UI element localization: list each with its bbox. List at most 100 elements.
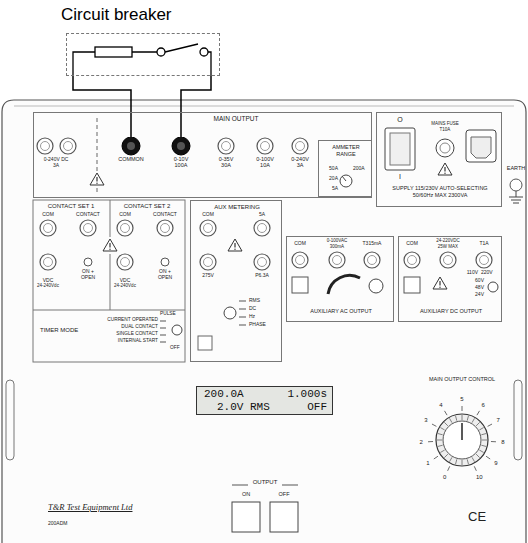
test-lead-wire [181,76,211,137]
panel-label: 275V [202,273,214,278]
panel-label: DUAL CONTACT [121,325,158,330]
scale-number: 5 [460,396,463,402]
panel-label: 24-240Vdc [37,284,59,289]
panel-label: PHASE [249,322,266,327]
scale-number: 9 [494,460,497,466]
lcd-display: 200.0A 1.000s 2.0V RMS OFF [196,386,333,415]
panel-label: T1A [479,241,488,246]
panel-label: 24-240Vdc [114,284,136,289]
panel-label: T315mA [363,241,382,246]
panel-label: COM [406,241,418,246]
panel-label: INTERNAL START [118,339,158,344]
panel-label: 5A [259,212,265,217]
display-reading: 1.000s [287,389,327,400]
output-terminal: COMMON [111,137,151,169]
panel-label: 48V [475,285,484,290]
panel-section: SUPPLY 115/230V AUTO-SELECTING 50/60Hz M… [376,112,502,207]
panel-label: 5A [332,186,338,191]
panel-label: 24-220VDC [436,239,460,244]
panel-label: OPEN [81,275,95,280]
panel-label: I [399,173,401,180]
scale-number: 3 [424,417,427,423]
section-title: CONTACT SET 2 [124,203,171,209]
panel-label: 220V [481,270,493,275]
panel-label: TIMER MODE [40,327,78,333]
panel-label: OFF [170,346,180,351]
maker-logo: T&R Test Equipment Ltd [48,503,132,512]
panel-label: 0-100VAC [327,239,347,244]
panel-label: CONTACT [153,212,177,217]
panel-label: 60V [475,278,484,283]
panel-label: O [397,116,402,123]
section-title: COMMON [118,157,144,163]
panel-label: OPEN [158,275,172,280]
panel-label: COM [42,212,54,217]
panel-label: COM [119,212,131,217]
panel-label: 0-240V [291,157,309,163]
breaker-box: Circuit breaker [66,33,220,76]
panel-label: 110V [467,270,478,275]
scale-number: 7 [497,417,500,423]
section-title: AUX METERING [214,204,260,210]
panel-label: CE [468,510,486,523]
panel-label: COM [202,212,214,217]
scale-number: 6 [481,402,484,408]
display-reading: 2.0V RMS [217,402,270,413]
panel-label: ON + [159,269,171,274]
scale-number: 2 [419,439,422,445]
panel-label: MAINS FUSE [431,122,459,127]
panel-label: OUTPUT [253,479,278,485]
panel-label: 24V [475,292,484,297]
section-title: AUXILIARY DC OUTPUT [420,309,482,315]
section-title: Circuit breaker [61,6,172,23]
panel-label: 3A [297,163,304,169]
panel-label: 20A [329,176,338,181]
section-title: AUXILIARY AC OUTPUT [310,309,372,315]
panel-label: ON + [82,269,94,274]
panel-label: CONTACT [76,212,100,217]
panel-label: 0-35V [219,157,234,163]
panel-section: AUX METERING [190,200,282,362]
panel-label: SINGLE CONTACT [116,332,158,337]
panel-label: PULSE [160,312,176,317]
terminal-symbol [111,137,151,157]
panel-label: CURRENT OPERATED [107,318,158,323]
scale-number: 8 [501,439,504,445]
panel-label: ON [242,492,250,498]
section-title: AMMETER RANGE [323,144,369,157]
terminal-symbol [161,137,201,157]
scale-number: 4 [439,402,442,408]
panel-label: COM [294,241,306,246]
display-reading: OFF [307,402,327,413]
panel-label: 30A [221,163,231,169]
panel-label: VDC [43,278,54,283]
output-terminal: 0-10V100A [161,137,201,173]
scale-number: 1 [426,460,429,466]
panel-label: 25W MAX [438,245,458,250]
panel-label: 200A [353,166,365,171]
panel-label: MAIN OUTPUT CONTROL [429,377,495,383]
panel-label: VDC [120,278,131,283]
panel-label: P6.3A [255,273,269,278]
panel-label: T10A [440,128,451,133]
panel-label: 0-100V [256,157,274,163]
panel-label: 200ADM [48,521,67,526]
panel-label: 10A [260,163,270,169]
section-title: SUPPLY 115/230V AUTO-SELECTING 50/60Hz M… [382,185,498,198]
scale-number: 0 [443,474,446,480]
panel-label: 50A [329,166,338,171]
panel-label: RMS [249,298,260,303]
panel-label: Hz [249,314,255,319]
panel-section: MAIN OUTPUT COMMON 0-10V100A AMMETER RANGE [33,112,372,198]
panel-label: OFF [279,492,290,498]
display-reading: 200.0A [204,389,244,400]
scale-number: 10 [476,474,483,480]
section-title: MAIN OUTPUT [214,116,259,123]
panel-label: EARTH [507,166,526,172]
panel-label: 3A [53,163,59,168]
section-title: 0-10V [174,157,189,163]
panel-label: 0-240V DC [44,157,69,162]
